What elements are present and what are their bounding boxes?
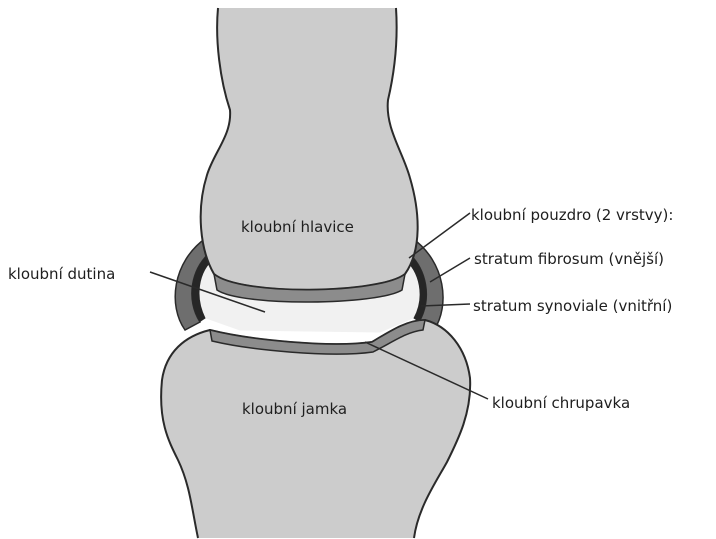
label-joint-cavity: kloubní dutina bbox=[8, 265, 115, 283]
label-articular-socket: kloubní jamka bbox=[242, 400, 347, 418]
articular-head-bone bbox=[201, 8, 418, 290]
label-articular-cartilage: kloubní chrupavka bbox=[492, 394, 630, 412]
label-articular-head: kloubní hlavice bbox=[241, 218, 354, 236]
label-stratum-synoviale: stratum synoviale (vnitřní) bbox=[473, 297, 672, 315]
label-stratum-fibrosum: stratum fibrosum (vnější) bbox=[474, 250, 664, 268]
label-joint-capsule: kloubní pouzdro (2 vrstvy): bbox=[471, 206, 673, 224]
